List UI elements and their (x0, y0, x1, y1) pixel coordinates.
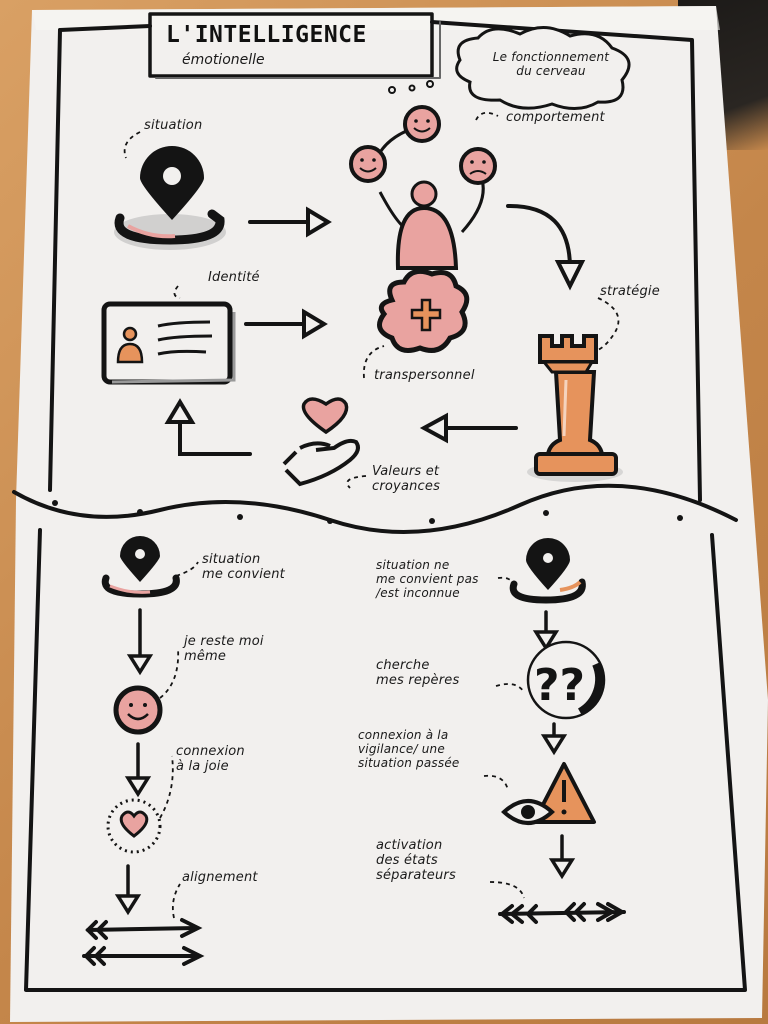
radiant-heart-icon (106, 798, 162, 854)
thought-cloud (388, 26, 631, 110)
location-pin-right-icon (509, 538, 586, 604)
chess-rook-icon (527, 334, 623, 482)
label-situation-convient: situation me convient (202, 552, 285, 582)
label-activation-etats: activation des états séparateurs (376, 838, 456, 883)
brain-plus-icon (377, 268, 470, 353)
page-subtitle: émotionelle (182, 52, 265, 68)
arrow-left (419, 412, 518, 444)
label-connexion-joie: connexion à la joie (176, 744, 245, 774)
label-situation: situation (144, 118, 203, 133)
svg-text:??: ?? (534, 660, 585, 711)
eye-icon (501, 799, 555, 825)
double-arrow-right-icon (498, 902, 627, 924)
arrow-return-up (164, 398, 252, 456)
label-connexion-vigilance: connexion à la vigilance/ une situation … (358, 728, 460, 770)
page-title: L'INTELLIGENCE (166, 22, 367, 48)
label-strategie: stratégie (600, 284, 660, 299)
arrow-right (248, 206, 332, 238)
location-pin-small-icon (101, 536, 180, 598)
label-connectors-right (483, 576, 525, 899)
label-alignement: alignement (182, 870, 258, 885)
person-emotions-icon (349, 105, 497, 270)
label-cherche-reperes: cherche mes repères (376, 658, 460, 688)
label-connectors-top (123, 111, 620, 489)
double-arrow-icon (82, 918, 205, 966)
label-comportement: comportement (506, 110, 605, 125)
cloud-label: Le fonctionnement du cerveau (492, 50, 610, 78)
label-connectors-left (159, 561, 199, 919)
arrow-right-2 (244, 308, 328, 340)
question-marks-icon: ?? (526, 640, 606, 720)
arrow-curve-down (506, 203, 586, 291)
id-card-icon (101, 301, 236, 385)
label-situation-inconnue: situation ne me convient pas /est inconn… (376, 558, 479, 600)
label-identite: Identité (208, 270, 260, 285)
label-reste-moi-meme: je reste moi même (184, 634, 264, 664)
smiley-face-icon (113, 685, 163, 735)
heart-in-hand-icon (282, 397, 360, 487)
label-valeurs: Valeurs et croyances (372, 464, 441, 494)
location-pin-icon (114, 146, 226, 250)
label-transpersonnel: transpersonnel (374, 368, 475, 383)
